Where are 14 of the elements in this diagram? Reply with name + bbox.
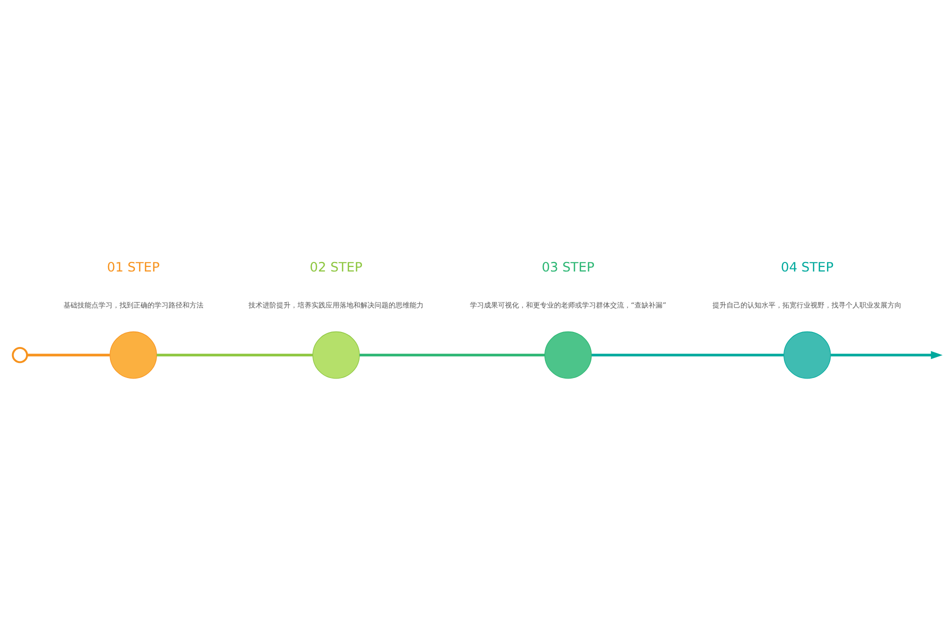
node-label: 04 STEP	[780, 260, 834, 276]
connector	[592, 354, 784, 356]
node-circle	[110, 331, 157, 379]
node-label: 01 STEP	[106, 260, 160, 276]
connector	[156, 354, 313, 356]
node-circle	[544, 331, 592, 379]
node-circle	[784, 331, 831, 379]
node-label: 02 STEP	[310, 260, 362, 276]
node-label: 03 STEP	[542, 260, 594, 276]
node-circle	[12, 346, 28, 364]
connector	[27, 354, 110, 356]
node-circle	[312, 331, 360, 379]
arrow	[830, 351, 943, 360]
connector	[360, 354, 545, 356]
